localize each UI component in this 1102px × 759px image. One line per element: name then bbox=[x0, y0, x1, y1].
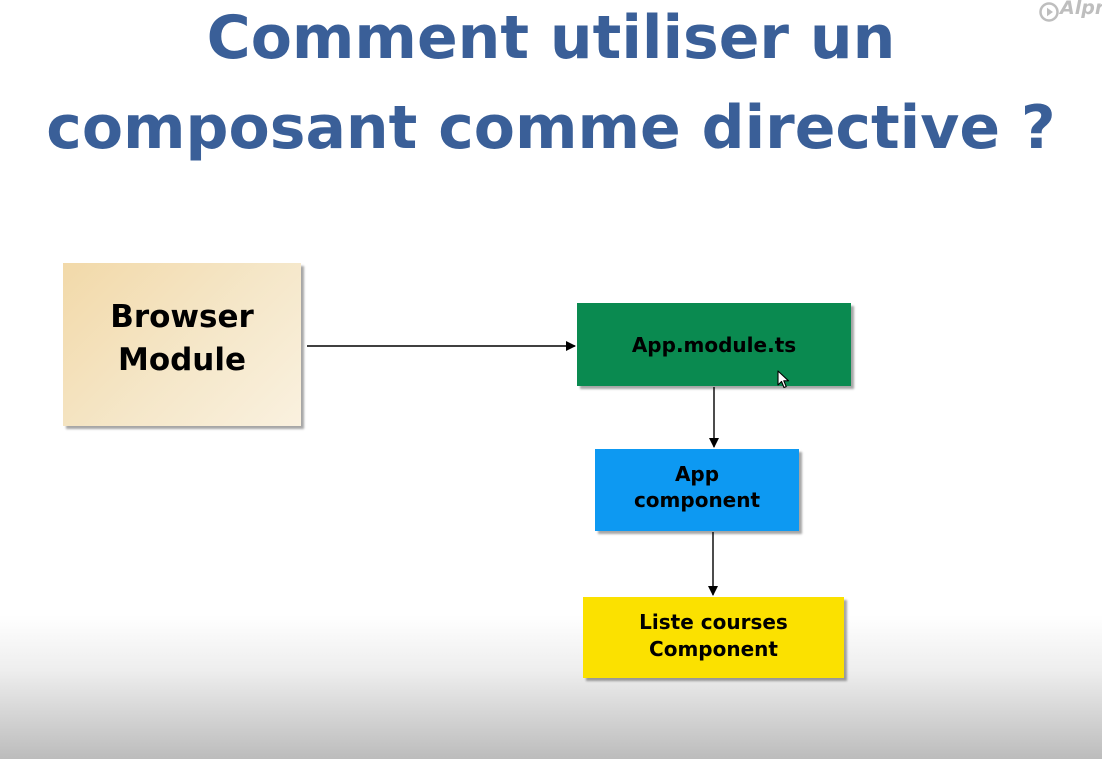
slide-title-line-2: composant comme directive ? bbox=[46, 93, 1056, 163]
node-liste-courses-line1: Liste courses bbox=[639, 609, 788, 634]
node-browser-module-line2: Module bbox=[117, 341, 247, 378]
node-app-module: App.module.ts bbox=[577, 303, 851, 386]
node-app-component-line2: component bbox=[633, 488, 761, 512]
node-app-component: App component bbox=[595, 449, 799, 531]
node-liste-courses-component: Liste courses Component bbox=[583, 597, 844, 678]
node-browser-module-line1: Browser bbox=[110, 298, 254, 335]
watermark-text: Alpr bbox=[1060, 0, 1102, 19]
node-browser-module: Browser Module bbox=[63, 263, 301, 426]
mouse-pointer-icon bbox=[777, 370, 790, 389]
node-liste-courses-line2: Component bbox=[649, 636, 778, 661]
slide-title-line-1: Comment utiliser un bbox=[206, 3, 896, 73]
node-app-component-line1: App bbox=[674, 462, 720, 486]
watermark-logo: Alpr bbox=[1038, 0, 1102, 26]
play-circle-icon bbox=[1039, 2, 1059, 22]
node-app-module-label: App.module.ts bbox=[631, 332, 797, 357]
